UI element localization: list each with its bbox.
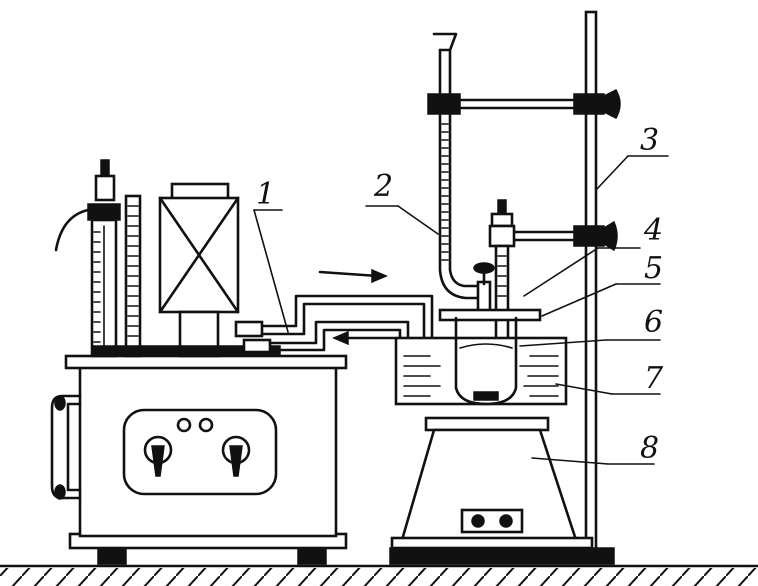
thermostat-handle [50, 394, 82, 500]
label-7: 7 [644, 361, 664, 396]
label-8: 8 [640, 431, 659, 466]
titration-cell [454, 316, 518, 406]
magnetic-stirrer [390, 416, 594, 550]
burette [432, 32, 495, 314]
control-knob-left [143, 435, 173, 477]
stand-rod [584, 10, 598, 554]
contact-thermometer [54, 159, 121, 358]
outlet-nozzles [234, 320, 272, 354]
heater-box [158, 182, 240, 358]
thermometer [124, 194, 142, 358]
thermostat [50, 159, 348, 565]
label-6: 6 [644, 305, 663, 340]
callout-leaders [253, 155, 669, 465]
label-4: 4 [643, 213, 663, 248]
control-knob-right [221, 435, 251, 477]
circulation-tubes [260, 294, 434, 396]
upper-clamp [427, 89, 621, 119]
floor [0, 564, 758, 586]
label-3: 3 [640, 123, 659, 158]
label-2: 2 [373, 169, 393, 204]
flow-arrow-right [318, 268, 388, 284]
indicator-lamp-2 [198, 417, 214, 433]
indicator-lamp-1 [176, 417, 192, 433]
stand-base [389, 547, 615, 565]
label-1: 1 [256, 177, 275, 212]
flow-arrow-left [332, 330, 396, 346]
label-5: 5 [644, 251, 663, 286]
cell-lid [438, 308, 542, 322]
lower-clamp [512, 220, 618, 252]
